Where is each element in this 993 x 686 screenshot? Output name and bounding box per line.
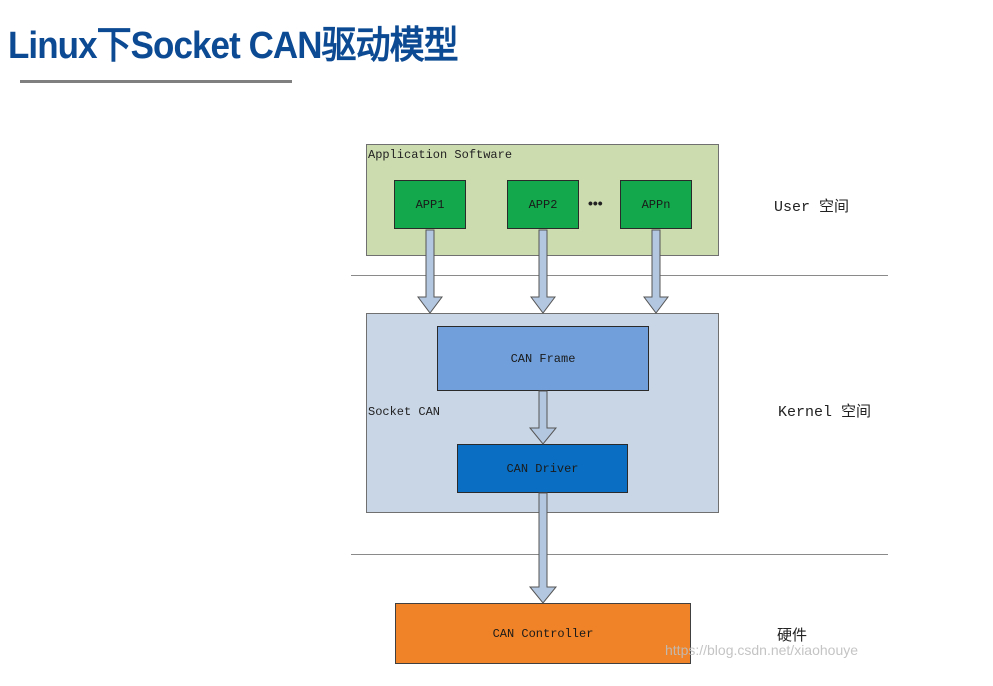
can-controller-box: CAN Controller [395, 603, 691, 664]
arrow-appn-to-socket [643, 229, 669, 314]
appn-box: APPn [620, 180, 692, 229]
user-space-label: User 空间 [774, 199, 850, 216]
user-kernel-divider [351, 275, 888, 276]
kernel-hardware-divider [351, 554, 888, 555]
ellipsis: ••• [588, 195, 603, 211]
can-frame-box: CAN Frame [437, 326, 649, 391]
arrow-app2-to-socket [530, 229, 556, 314]
arrow-driver-to-controller [528, 492, 558, 604]
kernel-space-label: Kernel 空间 [778, 404, 872, 421]
watermark: https://blog.csdn.net/xiaohouye [665, 642, 859, 658]
arrow-frame-to-driver [528, 390, 558, 445]
app1-box: APP1 [394, 180, 466, 229]
can-driver-box: CAN Driver [457, 444, 628, 493]
hardware-label: 硬件 [777, 626, 808, 644]
title-underline [20, 80, 292, 83]
socket-can-label: Socket CAN [368, 405, 441, 419]
arrow-app1-to-socket [417, 229, 443, 314]
application-software-label: Application Software [368, 148, 513, 162]
page-title: Linux下Socket CAN驱动模型 [8, 25, 459, 67]
app2-box: APP2 [507, 180, 579, 229]
